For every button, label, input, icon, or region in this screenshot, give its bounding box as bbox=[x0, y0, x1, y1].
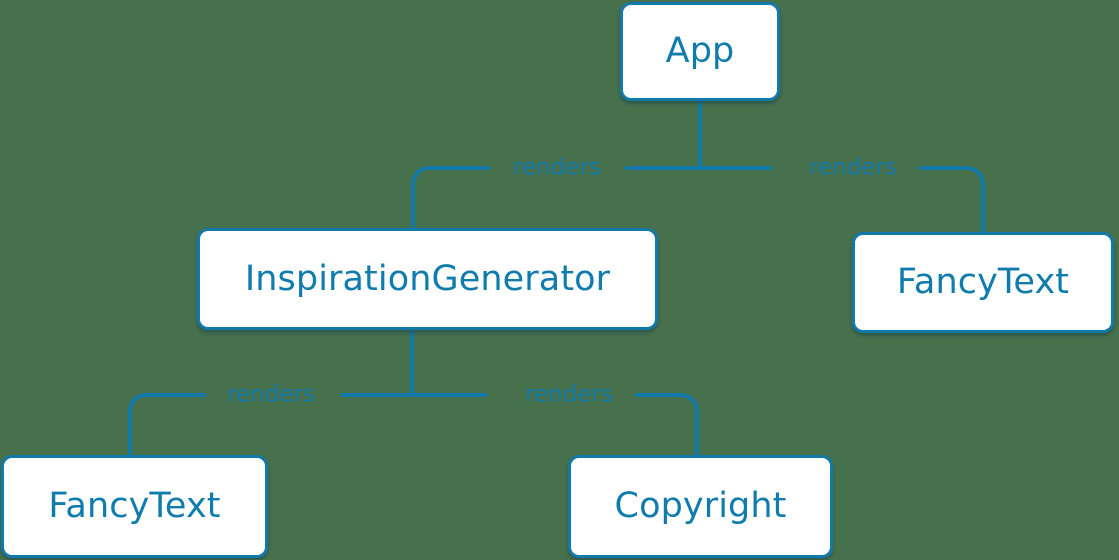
edge-inspiration-to-fancytext bbox=[128, 393, 412, 455]
edge-app-to-inspiration bbox=[411, 166, 700, 228]
node-copyright[interactable]: Copyright bbox=[568, 455, 833, 558]
edge-app-to-fancytext bbox=[700, 166, 985, 232]
node-app[interactable]: App bbox=[620, 2, 780, 101]
edge-inspiration-to-copyright bbox=[412, 393, 699, 455]
node-copyright-label: Copyright bbox=[614, 486, 787, 526]
edge-label-app-to-inspiration: renders bbox=[513, 154, 601, 181]
edge-label-app-to-fancytext: renders bbox=[809, 154, 897, 181]
node-fancytext-top-label: FancyText bbox=[896, 262, 1070, 302]
node-inspiration-generator[interactable]: InspirationGenerator bbox=[197, 228, 658, 330]
node-inspiration-generator-label: InspirationGenerator bbox=[244, 258, 611, 299]
node-fancytext-top[interactable]: FancyText bbox=[852, 232, 1114, 333]
node-app-label: App bbox=[665, 31, 735, 71]
node-fancytext-bottom-label: FancyText bbox=[48, 486, 221, 526]
edge-label-inspiration-to-copyright: renders bbox=[525, 381, 613, 408]
edge-label-inspiration-to-fancytext: renders bbox=[227, 381, 315, 408]
node-fancytext-bottom[interactable]: FancyText bbox=[1, 455, 268, 558]
